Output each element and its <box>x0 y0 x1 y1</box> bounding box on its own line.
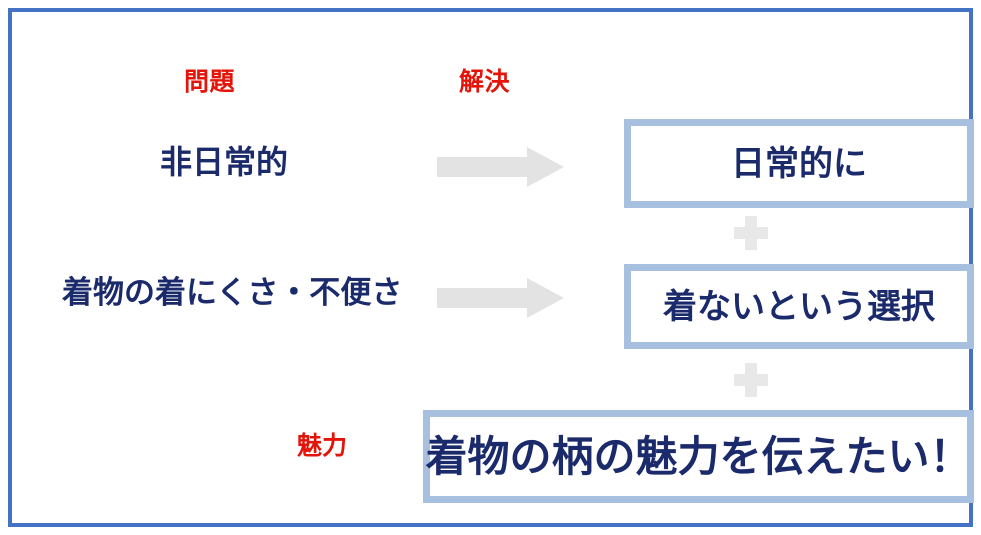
column-header-solution: 解決 <box>459 68 511 96</box>
problem-statement-0: 非日常的 <box>160 144 289 180</box>
plus-icon <box>734 216 768 250</box>
right-block-arrow-icon <box>437 147 564 187</box>
right-block-arrow-icon <box>437 278 564 318</box>
column-header-problem: 問題 <box>184 68 236 96</box>
solution-box-label-1: 着ないという選択 <box>663 287 935 326</box>
plus-icon <box>734 363 768 397</box>
plus-icon-vertical-bar <box>745 363 757 397</box>
solution-box-2: 着物の柄の魅力を伝えたい！ <box>423 410 974 503</box>
solution-box-1: 着ないという選択 <box>624 264 974 349</box>
solution-box-label-2: 着物の柄の魅力を伝えたい！ <box>425 432 972 480</box>
solution-box-0: 日常的に <box>624 119 974 208</box>
plus-icon-vertical-bar <box>745 216 757 250</box>
problem-statement-1: 着物の着にくさ・不便さ <box>62 275 403 310</box>
label-charm: 魅力 <box>297 432 348 460</box>
slide-outer-frame: 問題 解決 非日常的 着物の着にくさ・不便さ 魅力 日常的に 着ないという選択 … <box>8 8 974 527</box>
solution-box-label-0: 日常的に <box>731 144 867 183</box>
